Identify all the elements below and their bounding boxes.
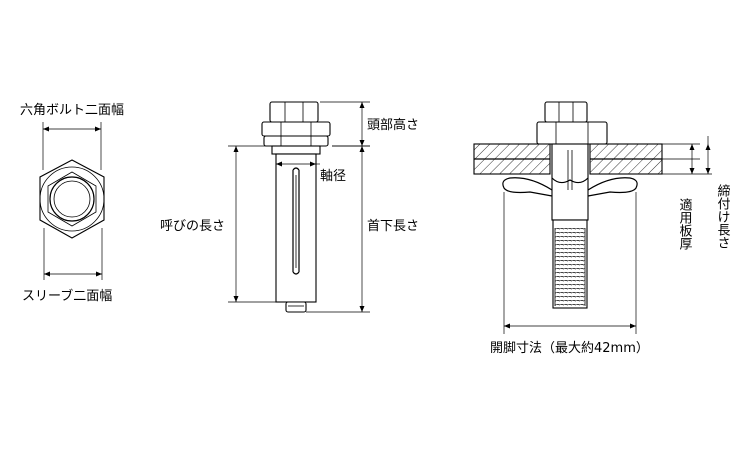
tightening-length-label: 締付け長さ bbox=[715, 183, 731, 249]
under-head-length-label: 首下長さ bbox=[367, 219, 419, 234]
hex-head-outline bbox=[39, 159, 105, 239]
installed-view: 適用板厚 締付け長さ 開脚寸法（最大約42mm） bbox=[473, 101, 731, 356]
opening-dimension-label: 開脚寸法（最大約42mm） bbox=[490, 340, 649, 356]
shaft-diameter-label: 軸径 bbox=[320, 169, 346, 184]
side-view: 頭部高さ 軸径 呼びの長さ 首下長さ bbox=[160, 101, 419, 313]
nominal-length-label: 呼びの長さ bbox=[160, 219, 225, 234]
hex-bolt-width-label: 六角ボルト二面幅 bbox=[20, 103, 124, 118]
sleeve-width-label: スリーブ二面幅 bbox=[22, 288, 112, 304]
applicable-thickness-label: 適用板厚 bbox=[677, 197, 693, 250]
head-height-label: 頭部高さ bbox=[367, 117, 419, 133]
top-view: 六角ボルト二面幅 スリーブ二面幅 bbox=[20, 103, 124, 304]
